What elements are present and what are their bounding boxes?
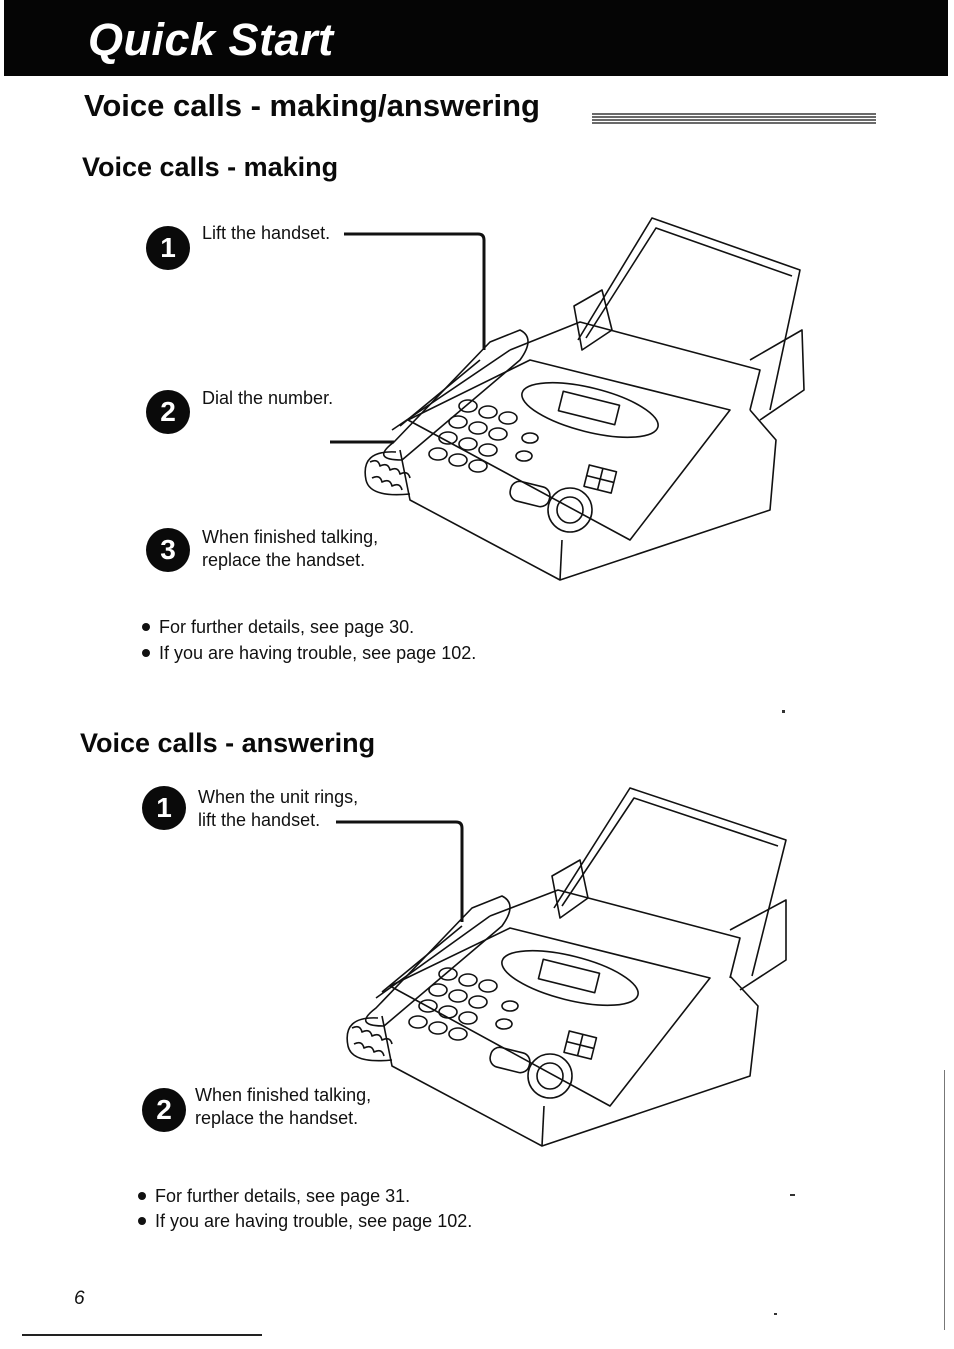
answering-heading: Voice calls - answering [80, 728, 376, 758]
answering-step-1-text: When the unit rings, lift the handset. [198, 786, 358, 832]
making-note-2: If you are having trouble, see page 102. [142, 640, 476, 666]
bullet-icon [142, 649, 150, 657]
answering-step-2-line1: When finished talking, [195, 1085, 372, 1105]
bullet-icon [138, 1192, 146, 1200]
fax-machine-illustration-answering [336, 787, 787, 1147]
footer-rule [22, 1334, 262, 1336]
bullet-icon [142, 623, 150, 631]
step-3-marker: 3 [146, 528, 190, 572]
fax-machine-illustration-making [330, 217, 805, 581]
step-2-marker: 2 [146, 390, 190, 434]
answering-note-2: If you are having trouble, see page 102. [138, 1208, 472, 1234]
making-step-2-text: Dial the number. [202, 388, 334, 408]
answering-step-2-line2: replace the handset. [195, 1108, 359, 1128]
scan-speck [782, 710, 785, 713]
step-1-marker: 1 [146, 226, 190, 270]
answering-step-2-text: When finished talking, replace the hands… [195, 1084, 371, 1130]
quick-start-banner: Quick Start [4, 0, 948, 76]
banner-title: Quick Start [88, 14, 334, 65]
making-step-1-text: Lift the handset. [202, 223, 331, 243]
making-note-1: For further details, see page 30. [142, 614, 414, 640]
answer-step-2-marker: 2 [142, 1088, 186, 1132]
making-heading: Voice calls - making [82, 152, 339, 182]
answering-step-1-line1: When the unit rings, [198, 787, 359, 807]
scan-speck [790, 1194, 795, 1196]
main-heading: Voice calls - making/answering [84, 88, 540, 123]
making-step-3-line2: replace the handset. [202, 550, 366, 570]
heading-rule-lines [592, 113, 876, 124]
page-number: 6 [74, 1288, 85, 1309]
answer-step-1-marker: 1 [142, 786, 186, 830]
answering-note-1: For further details, see page 31. [138, 1183, 410, 1209]
answering-step-1-line2: lift the handset. [198, 810, 321, 830]
scan-edge-line [944, 1070, 945, 1330]
bullet-icon [138, 1217, 146, 1225]
making-step-3-line1: When finished talking, [202, 527, 379, 547]
making-step-3-text: When finished talking, replace the hands… [202, 526, 378, 572]
scan-speck [774, 1313, 777, 1315]
